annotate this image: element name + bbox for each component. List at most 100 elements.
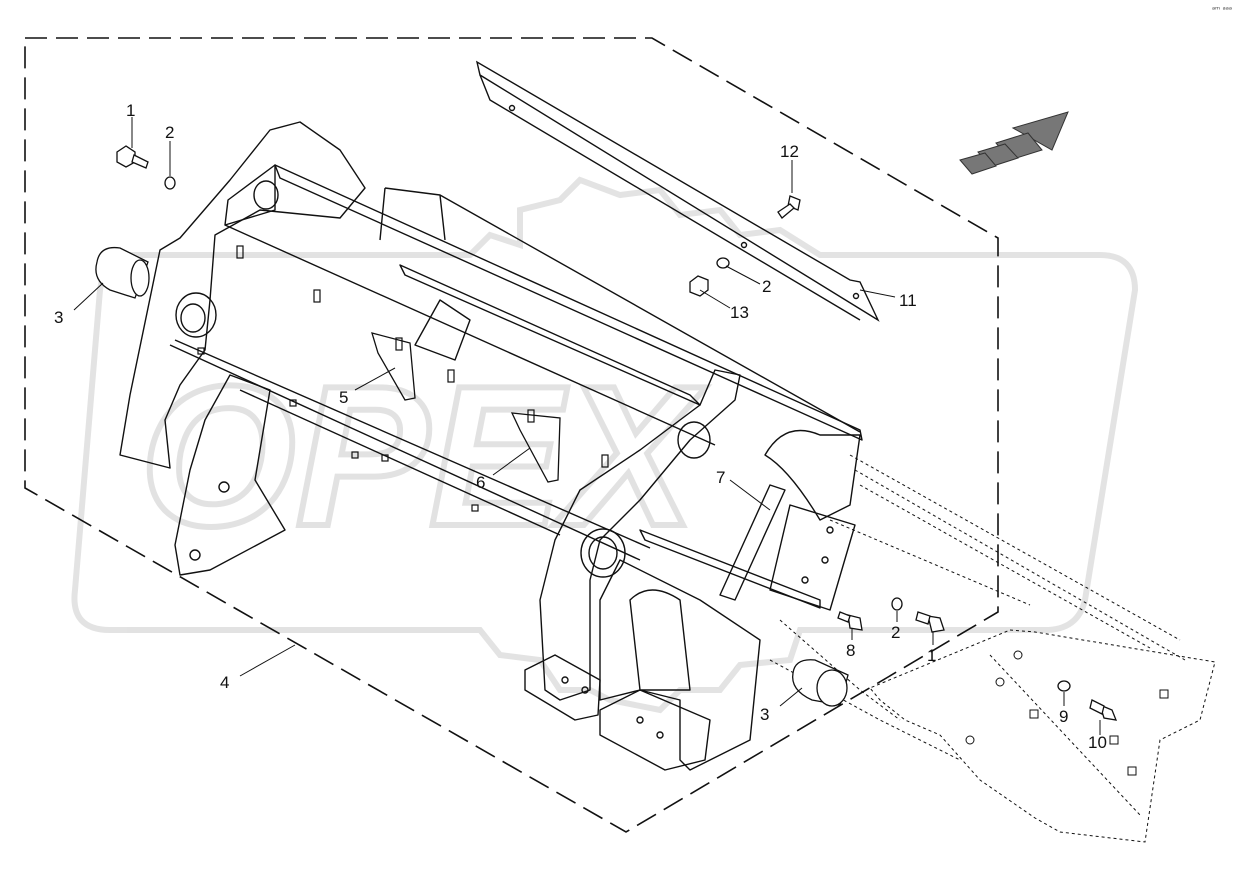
wedge-parts xyxy=(371,332,561,483)
leader-6 xyxy=(492,447,531,476)
direction-arrow xyxy=(959,111,1069,175)
attach-hole-round xyxy=(995,677,1005,687)
bolt-1-right-shank xyxy=(915,611,931,625)
opex-watermark: OPEX xyxy=(71,176,1139,714)
leader-3a xyxy=(73,282,104,311)
callout-13: 13 xyxy=(730,303,749,322)
leader-lines xyxy=(73,117,1101,735)
lug xyxy=(313,289,321,303)
lug xyxy=(351,451,359,459)
watermark-text: OPEX xyxy=(140,345,706,568)
rear-crescent-cutout xyxy=(764,429,861,521)
leader-7 xyxy=(729,479,771,511)
center-gusset xyxy=(414,299,471,361)
arrow-stripe-3 xyxy=(959,152,997,175)
foot-hole-1 xyxy=(561,676,569,684)
left-bracket-hole-2 xyxy=(189,549,201,561)
left-upper-bore xyxy=(253,180,279,210)
leader-3b xyxy=(779,687,803,707)
leader-4 xyxy=(239,644,296,677)
leader-13 xyxy=(699,289,731,309)
nut-part-13 xyxy=(689,275,709,297)
callout-labels: 1 2 3 4 5 6 7 8 2 1 3 9 10 11 12 2 13 xyxy=(54,101,1107,752)
callout-3: 3 xyxy=(760,705,769,724)
mount-crossbar xyxy=(639,529,821,609)
lug xyxy=(527,409,535,423)
washer-part-9 xyxy=(1057,680,1071,692)
corner-mark: ᵃᵐ ᵃᵃᵃ xyxy=(1212,5,1232,14)
right-pivot-bore-inner xyxy=(588,536,618,570)
foot-hole-4 xyxy=(656,731,664,739)
left-pivot-bore xyxy=(175,292,217,338)
dotted-plate xyxy=(869,629,1216,843)
left-pivot-bore-inner xyxy=(180,303,206,333)
callout-2: 2 xyxy=(762,277,771,296)
channel-line-a xyxy=(169,344,641,561)
callout-11: 11 xyxy=(899,291,917,310)
top-plate-part-11 xyxy=(475,60,880,322)
foot-hole-3 xyxy=(636,716,644,724)
left-lower-bracket xyxy=(174,374,286,576)
channel-line-b xyxy=(174,339,651,549)
left-end-plate xyxy=(119,121,366,469)
dotted-guide-4 xyxy=(829,519,1031,606)
bolt-shank xyxy=(131,154,149,169)
mount-bolt-hole-1 xyxy=(826,526,834,534)
callout-9: 9 xyxy=(1059,707,1068,726)
bolt-part-1-topleft xyxy=(116,145,136,168)
callout-2: 2 xyxy=(165,123,174,142)
wedge-part-5 xyxy=(371,332,416,401)
assembly-boundary xyxy=(24,37,999,833)
lug xyxy=(601,454,609,468)
lug xyxy=(289,399,297,407)
attach-hole xyxy=(1159,689,1169,699)
bolt-8-shank xyxy=(837,611,851,623)
channel-line-c xyxy=(239,389,561,536)
washer-part-2-right xyxy=(891,597,903,611)
left-bracket-hole-1 xyxy=(218,481,230,493)
lug xyxy=(395,337,403,351)
mount-strap xyxy=(719,484,786,601)
top-rail-lower xyxy=(224,224,716,446)
wedge-part-6 xyxy=(510,412,561,483)
callout-5: 5 xyxy=(339,388,348,407)
mount-bolt-hole-2 xyxy=(821,556,829,564)
attach-hole xyxy=(1029,709,1039,719)
bushing-face-left xyxy=(130,259,150,297)
callout-6: 6 xyxy=(476,473,485,492)
attach-hole-round xyxy=(965,735,975,745)
callout-1: 1 xyxy=(927,646,936,665)
leader-5 xyxy=(354,367,396,391)
dotted-lower xyxy=(779,619,901,721)
right-foot-2 xyxy=(599,689,711,771)
callout-7: 7 xyxy=(716,468,725,487)
foot-hole-2 xyxy=(581,686,589,694)
leader-11 xyxy=(859,289,896,298)
lug xyxy=(197,347,205,355)
callout-12: 12 xyxy=(780,142,799,161)
washer-part-2-topleft xyxy=(164,176,176,190)
callout-1: 1 xyxy=(126,101,135,120)
lug xyxy=(381,454,389,462)
right-lower-slot xyxy=(629,589,691,691)
lug xyxy=(236,245,244,259)
bolt-part-1-right xyxy=(927,615,945,633)
callout-2: 2 xyxy=(891,623,900,642)
plate-hole-1 xyxy=(508,104,516,112)
dotted-plate-inner xyxy=(989,654,1141,816)
callout-4: 4 xyxy=(220,673,229,692)
bolt-10-shank xyxy=(1089,699,1105,715)
callout-3: 3 xyxy=(54,308,63,327)
plate-hole-3 xyxy=(852,292,860,300)
rear-attachment-outline xyxy=(769,454,1216,843)
top-rail xyxy=(274,164,863,441)
mounting-plate xyxy=(769,504,856,611)
top-plate xyxy=(475,60,880,322)
dotted-guide-1 xyxy=(849,454,1181,641)
top-back-panel xyxy=(379,187,861,433)
bushing-face-right xyxy=(816,669,848,707)
callout-10: 10 xyxy=(1088,733,1107,752)
bolt-12-shank xyxy=(777,203,795,219)
attach-hole xyxy=(1109,735,1119,745)
